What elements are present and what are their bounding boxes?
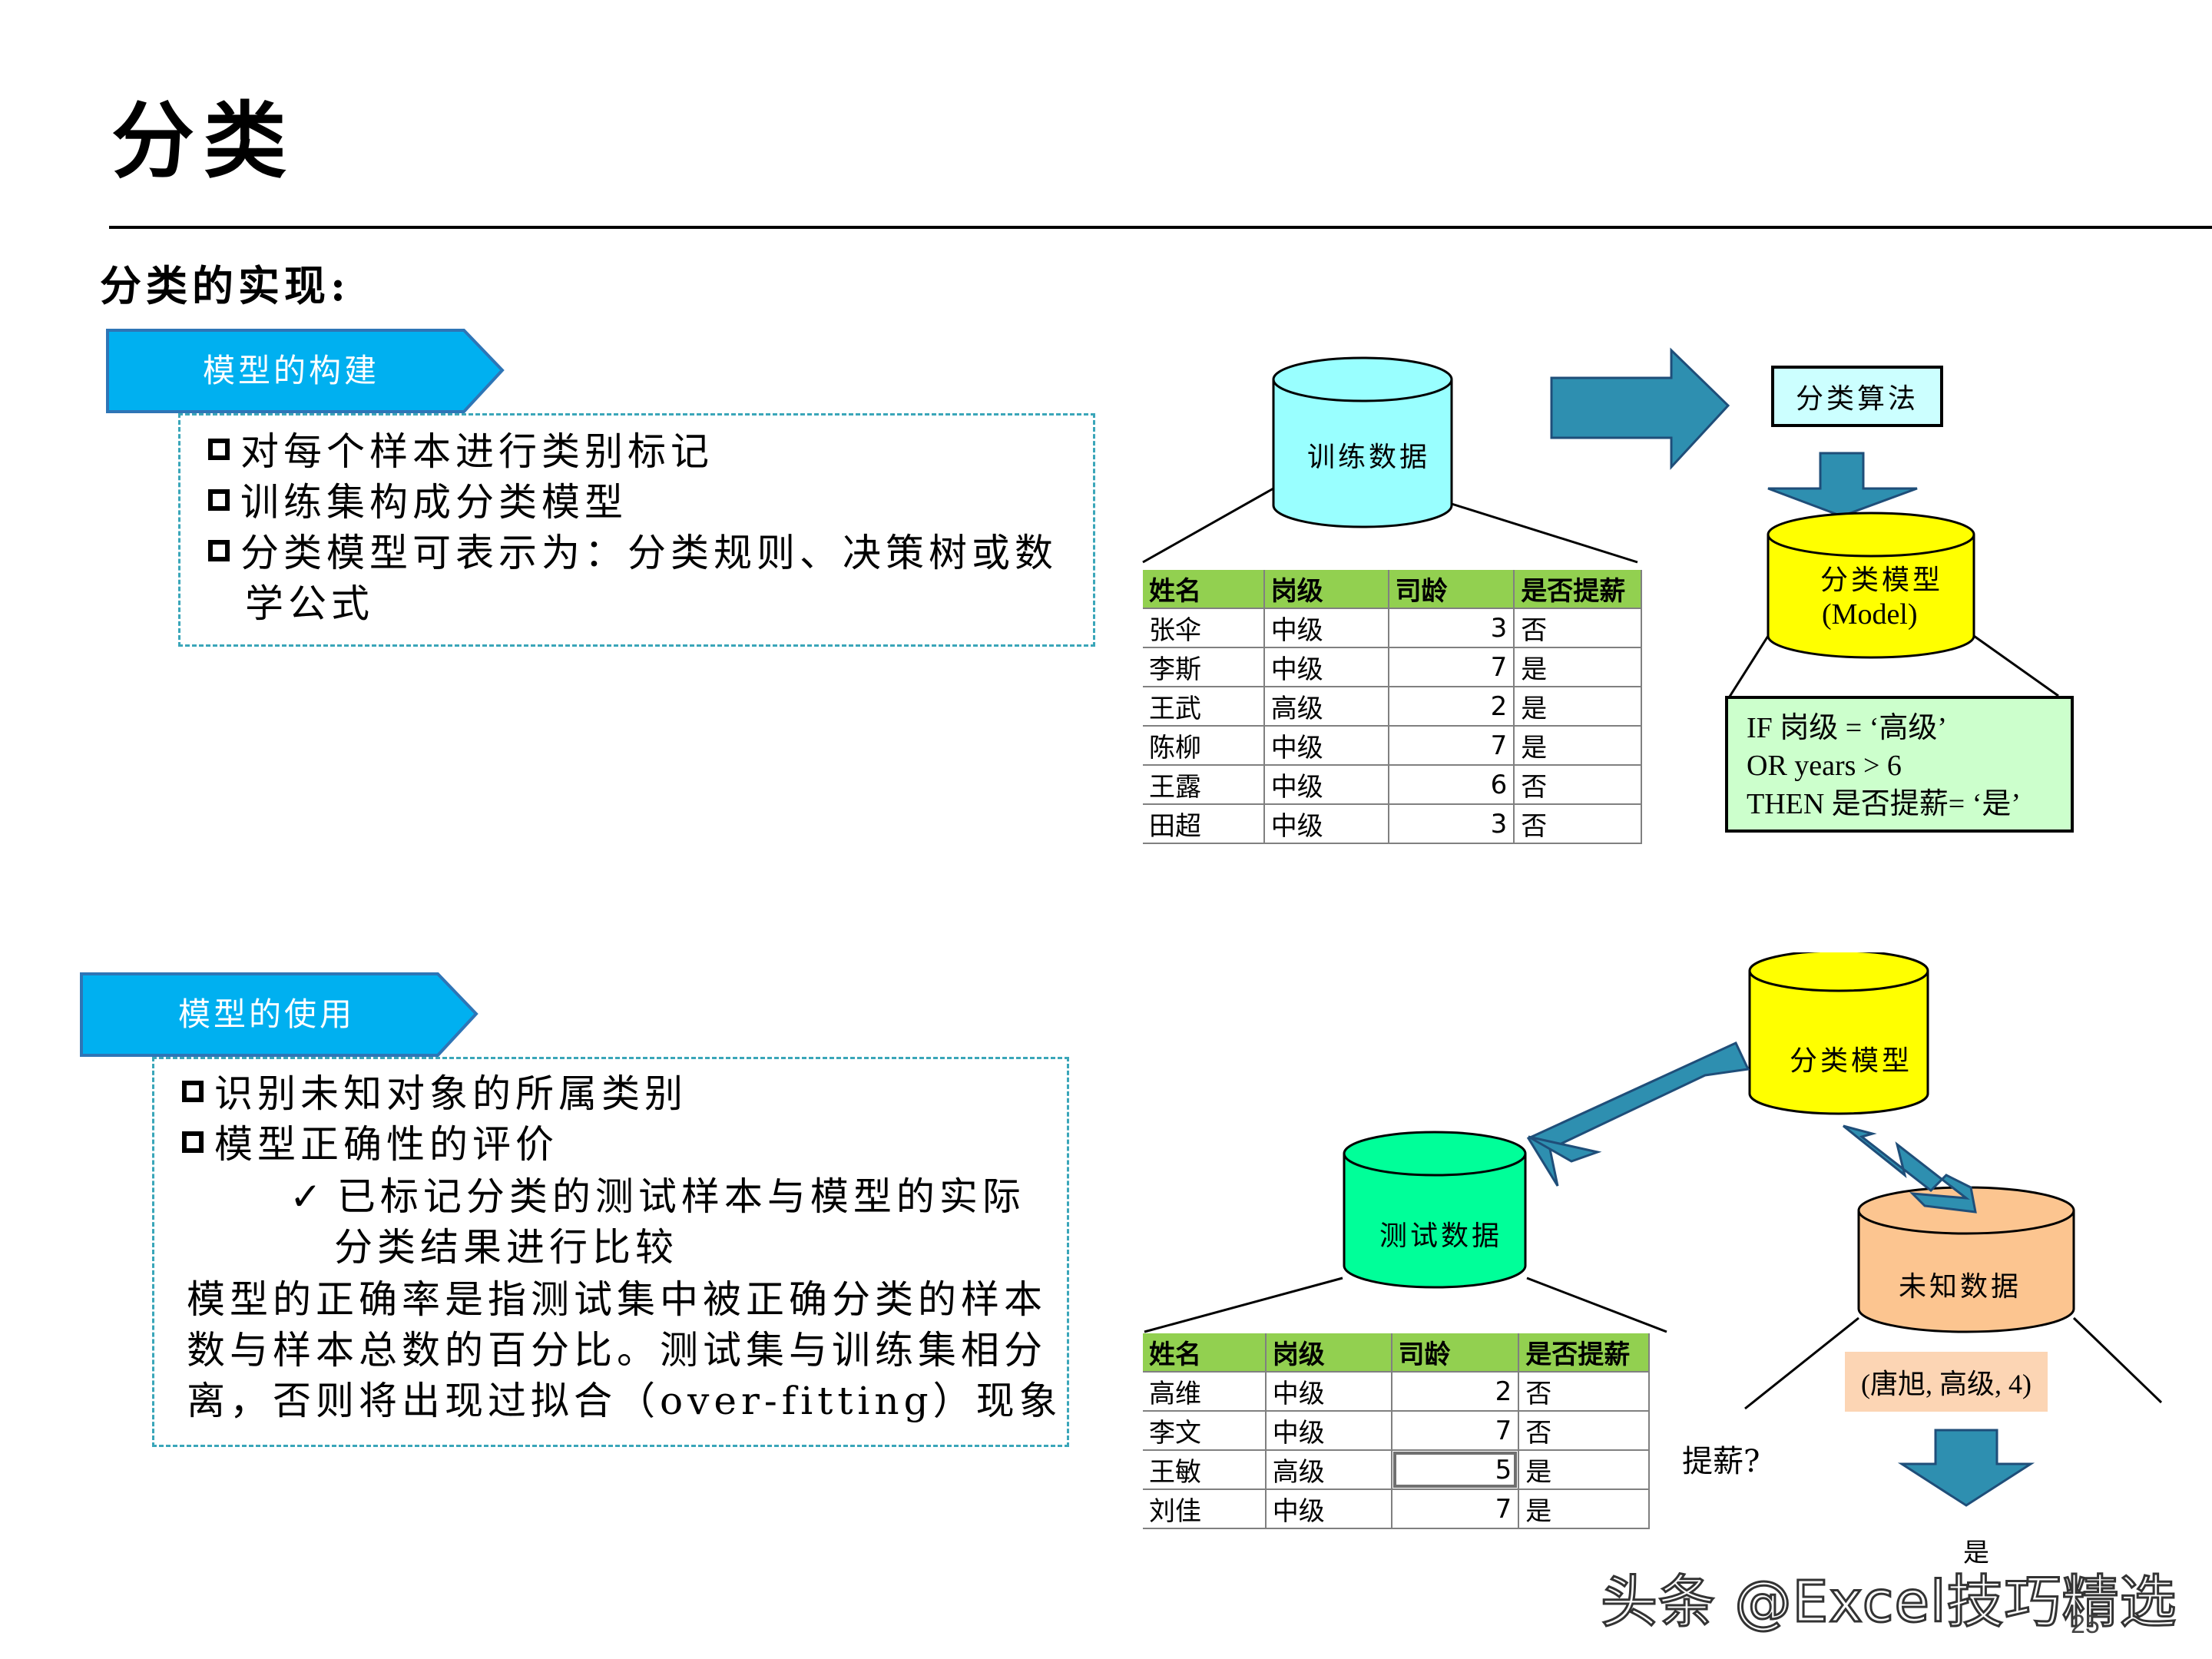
use-tag-shape [80,972,478,1057]
test-cylinder-shape [1343,1131,1527,1289]
use-bullet-2: 模型正确性的评价 [182,1119,558,1170]
model-label-cn: 分类模型 [1820,565,1944,596]
model-cylinder-shape [1748,952,1929,1115]
double-arrow-icon [1526,1041,1750,1187]
page-title: 分类 [111,93,296,190]
accuracy-para-line-1: 模型的正确率是指测试集中被正确分类的样本 [187,1277,1047,1322]
selected-cell[interactable]: 5 [1391,1450,1520,1490]
algorithm-box: 分类算法 [1771,366,1943,427]
model-label-en: (Model) [1822,598,1918,631]
use-tag-label: 模型的使用 [178,995,356,1033]
table-header-row: 姓名 岗级 司龄 是否提薪 [1143,570,1642,609]
usage-diagram [1144,952,2163,1507]
build-tag-label: 模型的构建 [203,352,380,389]
build-tag-shape [106,329,505,413]
accuracy-para-line-2: 数与样本总数的百分比。测试集与训练集相分 [187,1328,1047,1373]
use-check-line-1: ✓已标记分类的测试样本与模型的实际 [290,1174,1025,1219]
use-check-line-2: 分类结果进行比较 [334,1225,678,1270]
use-notes-box: 识别未知对象的所属类别 模型正确性的评价 ✓已标记分类的测试样本与模型的实际 分… [152,1057,1069,1447]
use-bullet-1: 识别未知对象的所属类别 [182,1068,687,1119]
checkmark-icon: ✓ [290,1174,326,1219]
training-cylinder-shape [1272,356,1453,528]
build-bullet-3: 分类模型可表示为：分类规则、决策树或数 [208,528,1058,578]
unknown-record: (唐旭, 高级, 4) [1845,1352,2048,1412]
square-bullet-icon [182,1081,204,1102]
training-diagram [1142,347,2059,700]
square-bullet-icon [208,439,230,460]
double-arrow-icon [1843,1124,1977,1214]
model-cylinder-shape [1767,512,1975,659]
right-arrow-icon [1550,347,1730,470]
square-bullet-icon [182,1131,204,1153]
answer-label: 是 [1963,1538,1989,1568]
title-divider [109,226,2212,229]
unknown-data-label: 未知数据 [1899,1271,2022,1303]
down-arrow-icon [1767,452,1918,518]
test-data-label: 测试数据 [1379,1220,1503,1252]
classification-rule-box: IF 岗级 = ‘高级’ OR years > 6 THEN 是否提薪= ‘是’ [1725,696,2074,833]
square-bullet-icon [208,489,230,511]
rule-line-1: IF 岗级 = ‘高级’ [1747,712,1948,744]
rule-line-2: OR years > 6 [1747,750,1902,783]
build-notes-box: 对每个样本进行类别标记 训练集构成分类模型 分类模型可表示为：分类规则、决策树或… [178,413,1095,647]
rule-line-3: THEN 是否提薪= ‘是’ [1747,787,2022,820]
build-bullet-3-cont: 学公式 [245,581,374,626]
training-data-label: 训练数据 [1307,442,1431,473]
watermark: 头条 @Excel技巧精选 [1600,1568,2178,1637]
question-label: 提薪? [1682,1444,1760,1479]
page-number: 25 [2071,1610,2100,1639]
section-heading: 分类的实现: [100,261,350,310]
square-bullet-icon [208,540,230,561]
model-label-bottom: 分类模型 [1790,1045,1913,1077]
accuracy-para-line-3: 离，否则将出现过拟合（over-fitting）现象 [187,1379,1062,1423]
table-header-row: 姓名 岗级 司龄 是否提薪 [1143,1333,1650,1373]
build-bullet-1: 对每个样本进行类别标记 [208,426,714,477]
down-arrow-icon [1897,1429,2035,1507]
build-bullet-2: 训练集构成分类模型 [208,477,628,528]
